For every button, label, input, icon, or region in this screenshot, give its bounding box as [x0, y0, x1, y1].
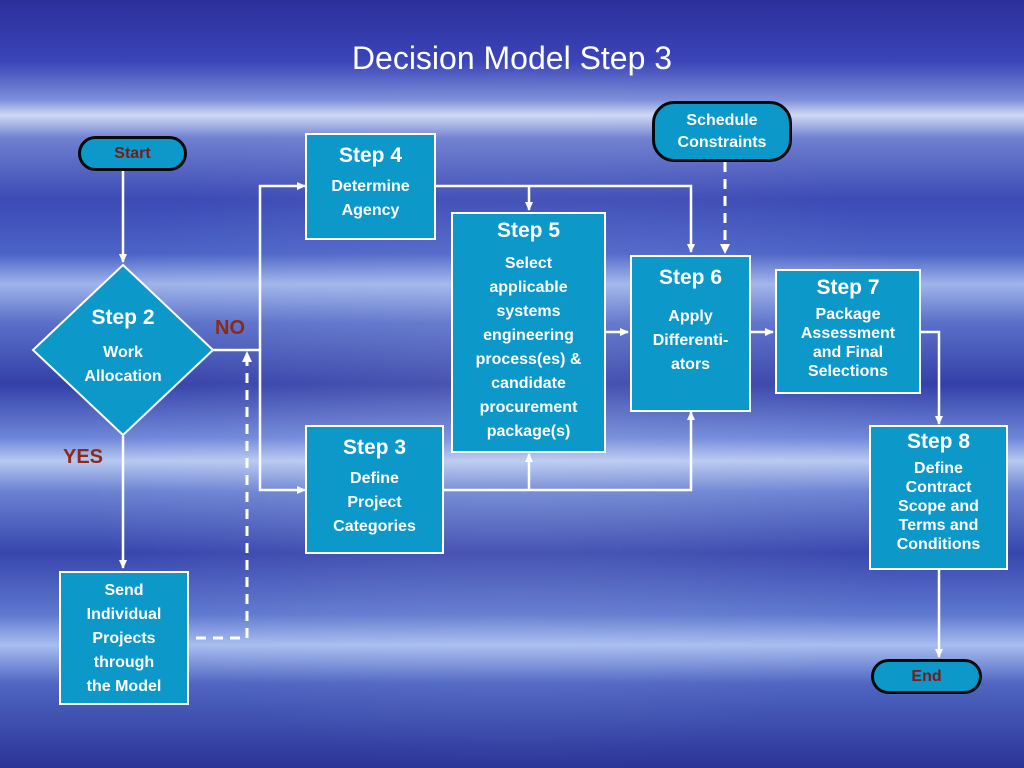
- step6-body-line: ators: [670, 356, 711, 373]
- step6-heading: Step 6: [658, 266, 723, 289]
- step8-body-line: Define: [914, 460, 963, 477]
- step2-diamond: [31, 263, 215, 437]
- step7-box: Step 7 Package Assessment and Final Sele…: [775, 269, 921, 394]
- step4-to-step6-arrow: [436, 184, 695, 253]
- step5-heading: Step 5: [496, 219, 561, 242]
- step8-body-line: Contract: [905, 479, 972, 496]
- no-label: NO: [215, 317, 245, 339]
- step5-body-line: package(s): [486, 423, 571, 440]
- step5-body-line: Select: [504, 255, 553, 272]
- step5-body-line: systems: [496, 303, 561, 320]
- step4-box: Step 4 Determine Agency: [305, 133, 436, 240]
- end-terminal: End: [871, 659, 982, 694]
- step2-text: Step 2 Work Allocation: [58, 305, 188, 389]
- send-line: Projects: [92, 630, 156, 647]
- step2-heading: Step 2: [91, 306, 155, 329]
- yes-label: YES: [63, 446, 104, 468]
- step6-box: Step 6 Apply Differenti- ators: [630, 255, 751, 412]
- step5-body-line: procurement: [479, 399, 578, 416]
- step3-heading: Step 3: [342, 436, 407, 459]
- step7-body-line: and Final: [812, 344, 884, 361]
- end-label: End: [911, 668, 942, 685]
- step6-body-line: Differenti-: [652, 332, 729, 349]
- step4-body-line: Determine: [331, 178, 410, 195]
- step5-body-line: process(es) &: [475, 351, 582, 368]
- step7-body-line: Package: [815, 306, 881, 323]
- step3-body-line: Project: [347, 494, 402, 511]
- send-line: Send: [104, 582, 144, 599]
- step2-to-step3-arrow: [258, 350, 306, 494]
- step7-body-line: Selections: [807, 363, 889, 380]
- page-title: Decision Model Step 3: [351, 40, 673, 76]
- step2-to-step4-arrow: [213, 182, 306, 352]
- step8-body-line: Conditions: [896, 536, 981, 553]
- step5-body-line: engineering: [483, 327, 574, 344]
- step3-body-line: Define: [350, 470, 399, 487]
- step8-box: Step 8 Define Contract Scope and Terms a…: [869, 425, 1008, 570]
- schedule-line: Constraints: [677, 134, 767, 151]
- schedule-line: Schedule: [686, 112, 758, 129]
- schedule-arrowhead: [720, 244, 730, 254]
- step5-box: Step 5 Select applicable systems enginee…: [451, 212, 606, 453]
- start-label: Start: [114, 145, 151, 162]
- step7-body-line: Assessment: [800, 325, 896, 342]
- send-line: the Model: [86, 678, 162, 695]
- send-line: through: [93, 654, 155, 671]
- send-projects-box: Send Individual Projects through the Mod…: [59, 571, 189, 705]
- step3-body-line: Categories: [333, 518, 416, 535]
- step7-heading: Step 7: [816, 276, 880, 299]
- step8-body-line: Scope and: [898, 498, 979, 515]
- send-line: Individual: [86, 606, 162, 623]
- step8-body-line: Terms and: [898, 517, 979, 534]
- step6-body-line: Apply: [668, 308, 713, 325]
- step5-body-line: applicable: [489, 279, 568, 296]
- send-loop-dashed-arrow: [196, 360, 249, 640]
- step4-heading: Step 4: [338, 144, 403, 167]
- step3-box: Step 3 Define Project Categories: [305, 425, 444, 554]
- step8-heading: Step 8: [906, 430, 971, 453]
- loop-arrowhead: [242, 351, 252, 362]
- step4-body-line: Agency: [341, 202, 400, 219]
- step3-to-step6-arrow: [444, 411, 695, 492]
- step2-body-line: Allocation: [84, 368, 162, 385]
- step5-body-line: candidate: [491, 375, 566, 392]
- step7-to-step8-arrow: [921, 330, 943, 425]
- schedule-constraints: Schedule Constraints: [652, 101, 792, 162]
- start-terminal: Start: [78, 136, 187, 171]
- step2-body-line: Work: [103, 344, 143, 361]
